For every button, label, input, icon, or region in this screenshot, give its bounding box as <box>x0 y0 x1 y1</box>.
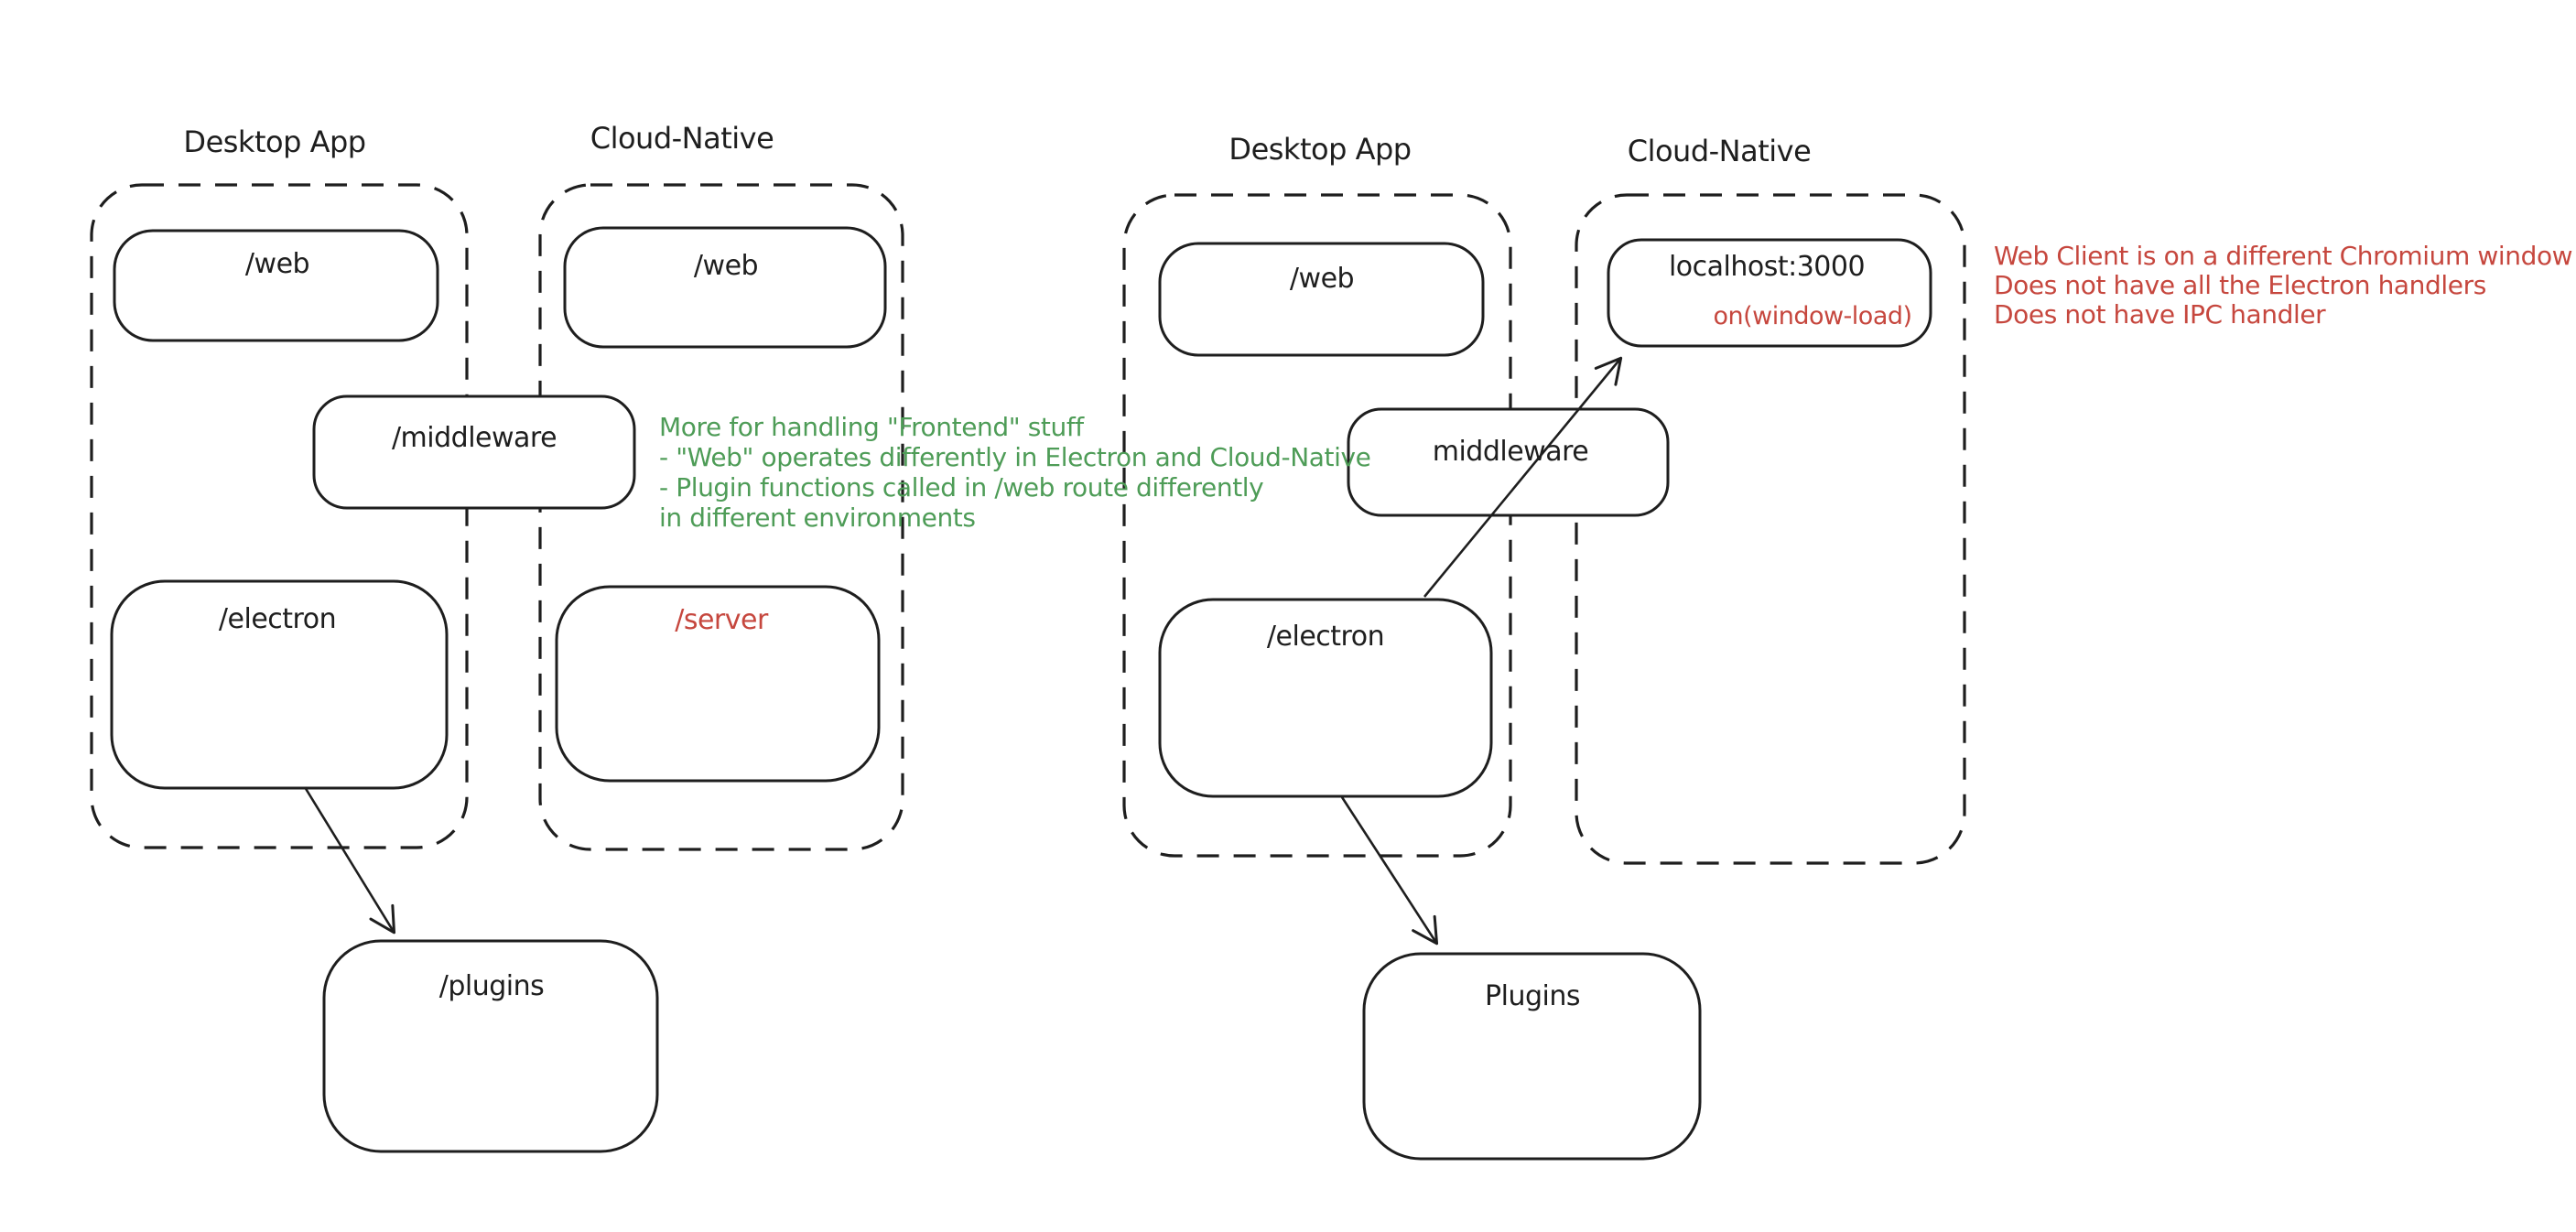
left-plugins-label: /plugins <box>438 970 545 1002</box>
left-web-cloud-label: /web <box>693 250 759 282</box>
right-localhost-box <box>1607 238 1932 348</box>
left-middleware-box <box>312 394 636 510</box>
left-desktop-app-title: Desktop App <box>183 124 366 159</box>
left-middleware-label: /middleware <box>391 422 557 454</box>
arrow-electron-to-localhost <box>1423 356 1623 598</box>
left-cloud-native-container <box>538 183 904 851</box>
left-server-label: /server <box>675 604 768 636</box>
left-web-cloud-box <box>563 226 887 349</box>
left-server-box <box>555 585 881 783</box>
arrow-electron-to-plugins-right <box>1340 796 1439 946</box>
annotation-line: Does not have all the Electron handlers <box>1994 270 2486 300</box>
right-desktop-app-container <box>1122 193 1512 858</box>
annotation-line: - Plugin functions called in /web route … <box>659 472 1264 503</box>
left-annotation-note: More for handling "Frontend" stuff - "We… <box>659 412 1371 533</box>
left-web-desktop-label: /web <box>244 248 310 280</box>
right-electron-box <box>1158 598 1493 798</box>
annotation-line: - "Web" operates differently in Electron… <box>659 442 1371 472</box>
right-middleware-box <box>1347 407 1670 517</box>
left-electron-label: /electron <box>218 603 337 635</box>
right-plugins-box <box>1362 952 1702 1161</box>
right-electron-label: /electron <box>1266 621 1385 653</box>
right-desktop-app-title: Desktop App <box>1228 132 1412 167</box>
right-localhost-label: localhost:3000 <box>1668 251 1866 283</box>
right-plugins-label: Plugins <box>1485 980 1580 1012</box>
left-electron-box <box>110 579 449 790</box>
annotation-line: Does not have IPC handler <box>1994 299 2326 330</box>
annotation-line: More for handling "Frontend" stuff <box>659 412 1084 442</box>
left-web-desktop-box <box>113 229 439 342</box>
left-plugins-box <box>322 939 659 1153</box>
right-cloud-native-title: Cloud-Native <box>1627 134 1812 168</box>
right-annotation-note: Web Client is on a different Chromium wi… <box>1994 241 2573 330</box>
right-web-label: /web <box>1289 263 1355 295</box>
annotation-line: in different environments <box>659 503 976 533</box>
left-cloud-native-title: Cloud-Native <box>590 121 774 156</box>
right-cloud-native-container <box>1575 193 1966 865</box>
arrow-electron-to-plugins-left <box>303 786 396 935</box>
left-desktop-app-container <box>90 183 469 849</box>
right-middleware-label: middleware <box>1432 436 1589 468</box>
right-web-box <box>1158 242 1485 357</box>
right-localhost-event-label: on(window-load) <box>1713 302 1912 330</box>
annotation-line: Web Client is on a different Chromium wi… <box>1994 241 2573 271</box>
